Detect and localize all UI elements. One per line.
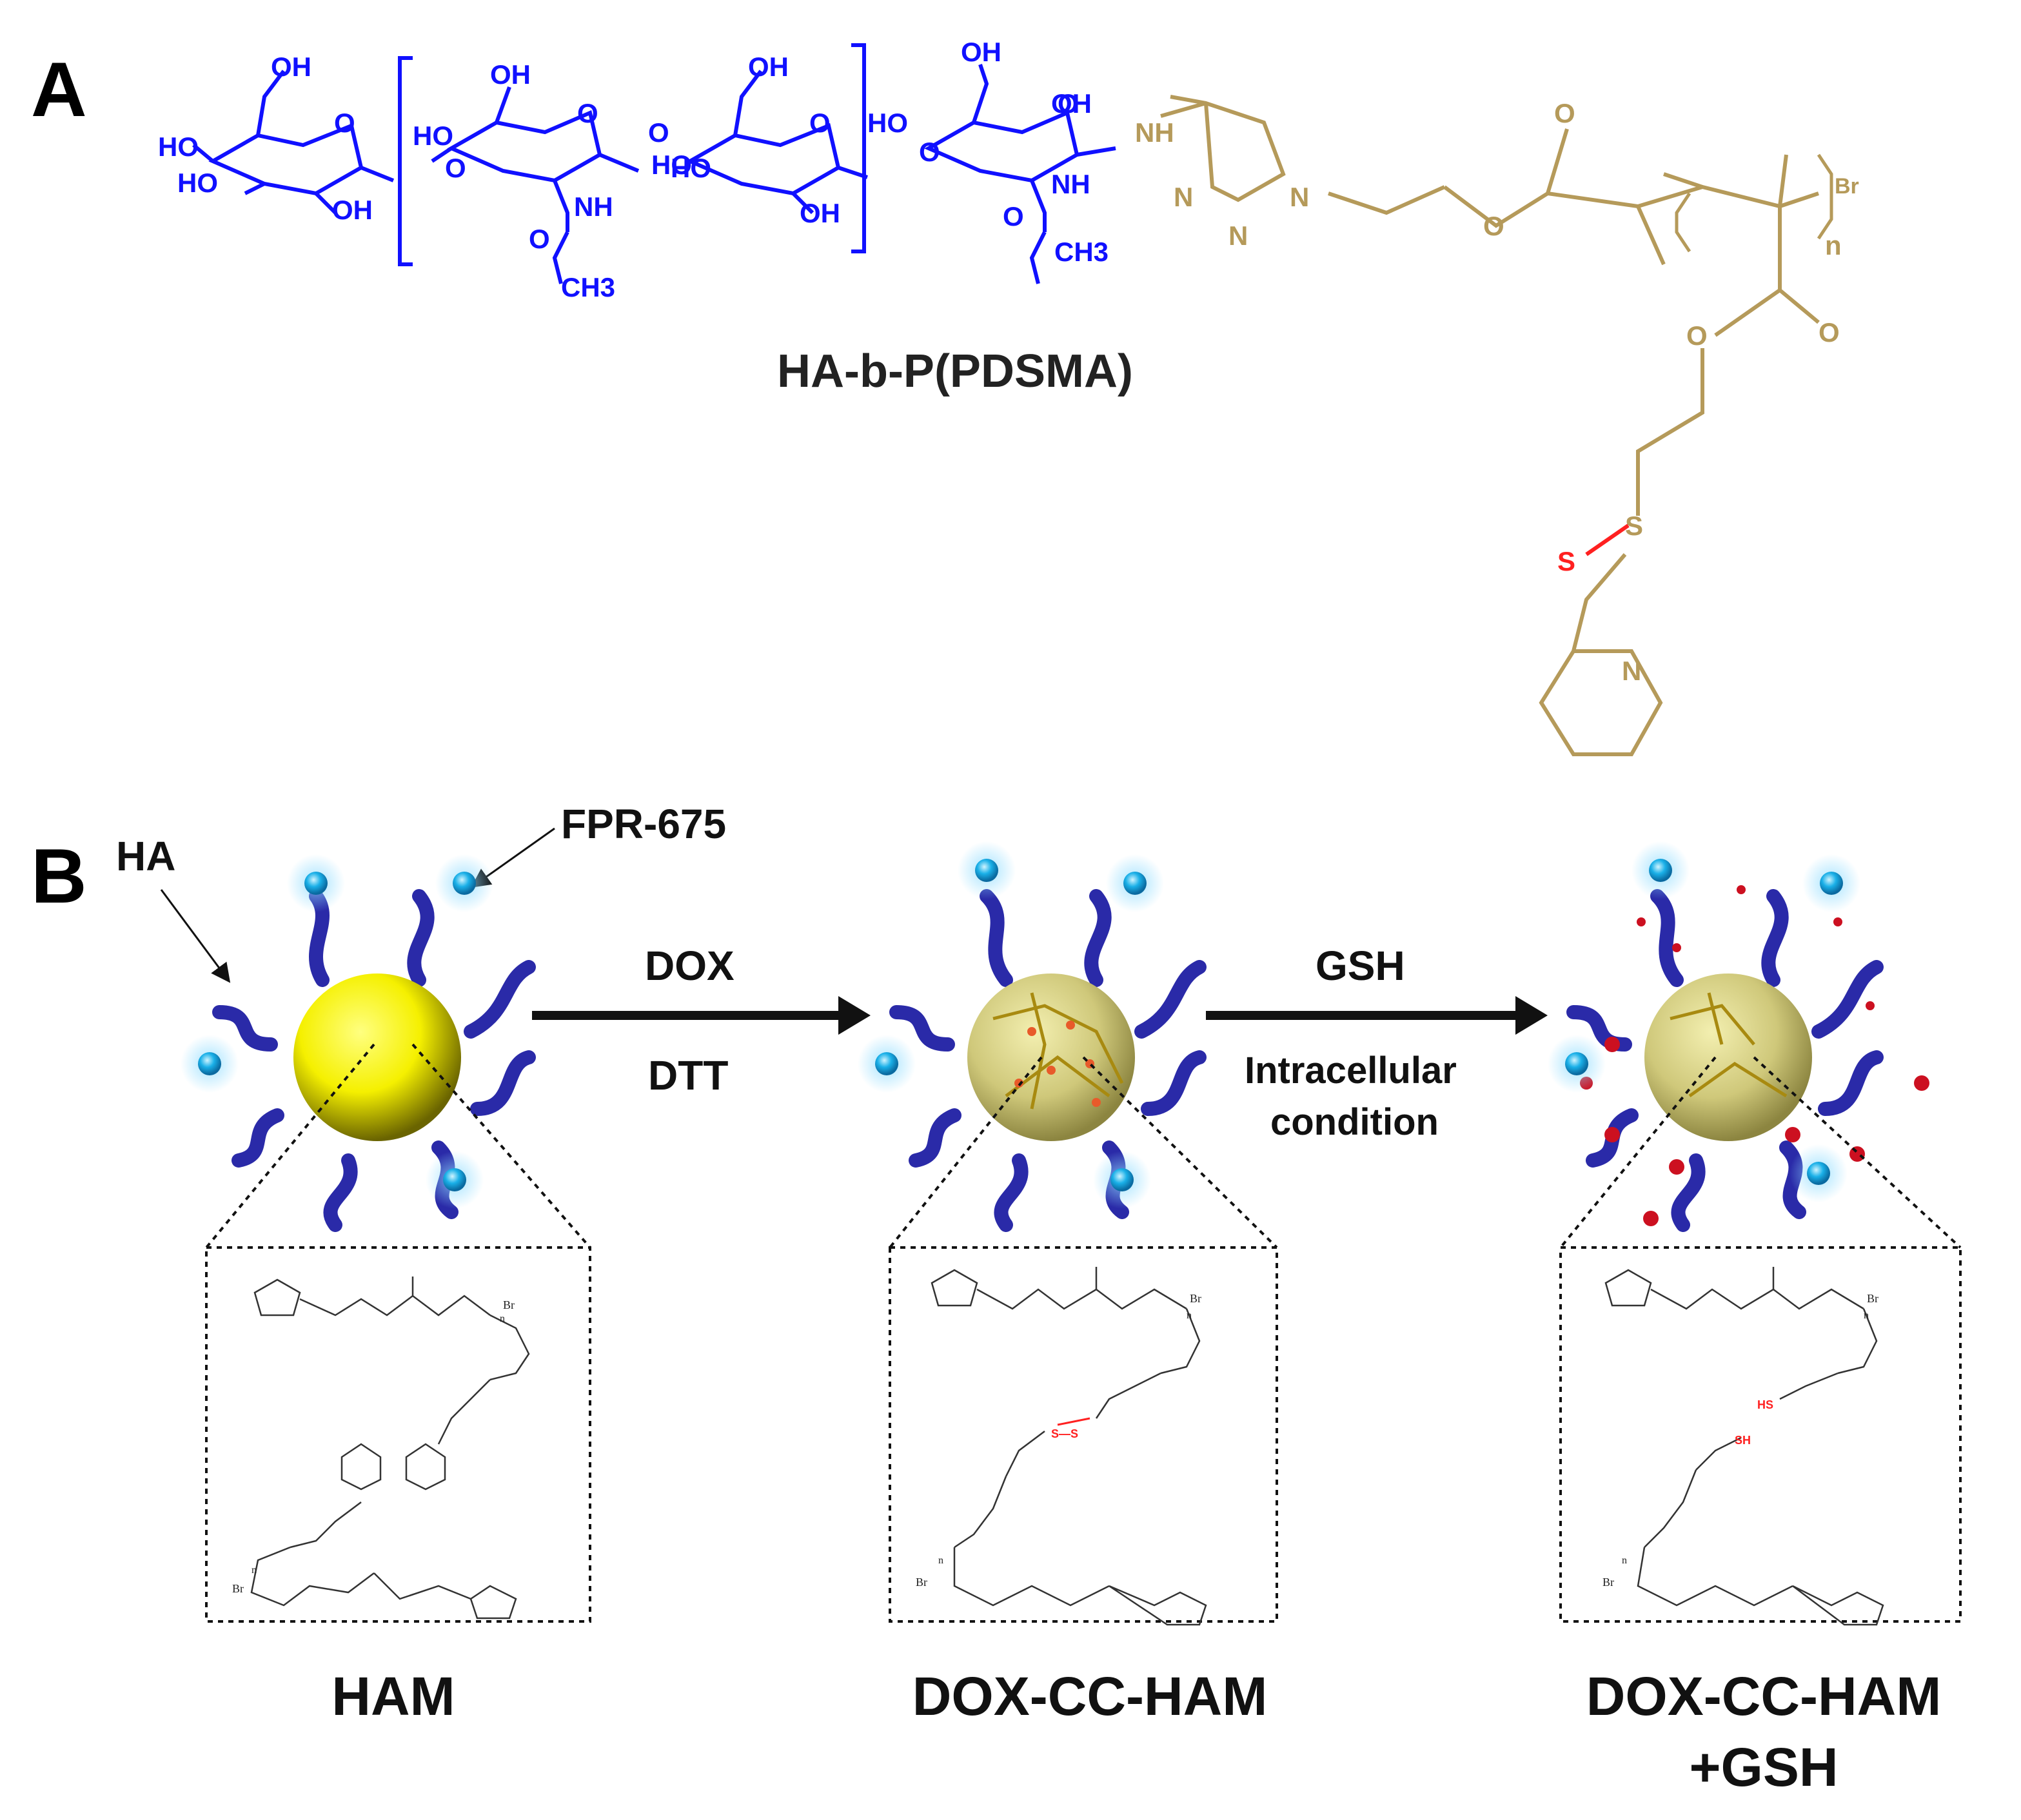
fpr-dye-dot	[1807, 1162, 1830, 1185]
callout-ha: HA	[116, 833, 175, 879]
atom-ch3-2: CH3	[1054, 237, 1109, 267]
arrow2-bottom-label-2: condition	[1270, 1101, 1439, 1143]
atom-oh-7: OH	[1051, 88, 1092, 119]
atom-n-pyridine: N	[1622, 656, 1641, 686]
ham-particle	[181, 854, 536, 1232]
inset2-br-2: Br	[916, 1576, 927, 1589]
fpr-dye-dot	[304, 872, 328, 895]
atom-o-acyl2: O	[1003, 201, 1024, 231]
atom-o-ester2: O	[1686, 320, 1708, 351]
inset2-br: Br	[1190, 1292, 1201, 1305]
atom-oh-4: OH	[748, 52, 789, 82]
dox-cc-ham-gsh-core	[1644, 974, 1812, 1141]
stage-label-dox-cc-ham-gsh-1: DOX-CC-HAM	[1586, 1666, 1942, 1727]
atom-nh-1: NH	[574, 191, 613, 222]
inset2-ss: S—S	[1051, 1427, 1078, 1440]
compound-name: HA-b-P(PDSMA)	[777, 346, 1133, 397]
atom-oh-2: OH	[332, 195, 373, 225]
inset-dox-cc-ham: S—S Br n Br n	[889, 1246, 1278, 1626]
inset2-disulfide	[1057, 1417, 1090, 1426]
inset3-sh: SH	[1735, 1434, 1751, 1447]
fpr-dye-dot	[1110, 1168, 1134, 1191]
fpr-dye-dot	[1820, 872, 1843, 895]
fpr-dye-dot	[975, 859, 998, 882]
inset3-br: Br	[1867, 1292, 1878, 1305]
inset1-br: Br	[503, 1298, 515, 1311]
atom-n-3: N	[1290, 182, 1309, 212]
atom-o-link2: O	[648, 117, 669, 148]
panel-a-letter: A	[31, 46, 87, 133]
atom-ho-3: HO	[413, 121, 453, 151]
atom-nh-2: NH	[1051, 169, 1090, 199]
atom-oh-3: OH	[490, 59, 531, 90]
atom-o-carbonyl2: O	[1819, 317, 1840, 347]
zoom-guides	[205, 1043, 1962, 1249]
inset1-n-2: n	[251, 1565, 257, 1576]
stage-label-ham: HAM	[331, 1666, 455, 1727]
inset3-n: n	[1864, 1310, 1869, 1321]
inset1-n: n	[500, 1313, 505, 1324]
callout-fpr: FPR-675	[561, 801, 726, 847]
ham-core	[293, 974, 461, 1141]
callout-ha-arrow	[160, 889, 231, 983]
atom-n-1: N	[1174, 182, 1193, 212]
released-dox	[1580, 885, 1929, 1226]
arrow1-bottom-label: DTT	[648, 1052, 728, 1099]
atom-o-ring1: O	[334, 108, 355, 138]
reaction-arrow-1-head	[838, 996, 871, 1035]
inset3-hs: HS	[1757, 1398, 1773, 1411]
atom-br: Br	[1835, 174, 1859, 199]
atom-o-link3: O	[919, 137, 940, 167]
atom-o-link1: O	[445, 153, 466, 183]
fpr-dye-dot	[443, 1168, 466, 1191]
atom-ho-2: HO	[177, 168, 218, 198]
atom-ho-6: HO	[867, 108, 908, 138]
fpr-dye-dot	[875, 1052, 898, 1075]
inset1-br-2: Br	[232, 1582, 244, 1595]
atom-ch3-1: CH3	[561, 272, 615, 302]
atom-o-ring3: O	[809, 108, 831, 138]
atom-oh-1: OH	[271, 52, 311, 82]
inset3-n-2: n	[1622, 1555, 1627, 1566]
atom-ho-5: HO	[671, 153, 711, 183]
inset3-br-2: Br	[1602, 1576, 1614, 1589]
atom-ho-1: HO	[158, 132, 199, 162]
atom-o-acyl1: O	[529, 224, 550, 254]
disulfide-bond	[1585, 523, 1630, 556]
polymer-atom-labels: NH N N N O O Br n O O S S N	[1135, 98, 1859, 686]
arrow1-top-label: DOX	[645, 943, 734, 989]
stage-label-dox-cc-ham-gsh-2: +GSH	[1689, 1737, 1838, 1797]
atom-oh-5: OH	[800, 198, 840, 228]
panel-b-letter: B	[31, 833, 87, 919]
atom-n-2: N	[1228, 220, 1248, 251]
inset2-n: n	[1187, 1310, 1192, 1321]
ha-atom-labels: OH HO HO OH O O OH HO O NH O CH3 O OH HO…	[158, 37, 1109, 302]
inset2-n-2: n	[938, 1555, 943, 1566]
atom-o-ester1: O	[1483, 211, 1504, 241]
dox-cc-ham-gsh-particle	[1548, 841, 1929, 1232]
fpr-dye-dot	[453, 872, 476, 895]
inset-dox-cc-ham-gsh: HS SH Br n Br n	[1559, 1246, 1962, 1626]
fpr-dye-dot	[1565, 1052, 1588, 1075]
fpr-dye-dot	[1649, 859, 1672, 882]
reaction-arrow-2-head	[1515, 996, 1548, 1035]
atom-oh-6: OH	[961, 37, 1001, 67]
stage-label-dox-cc-ham: DOX-CC-HAM	[912, 1666, 1268, 1727]
arrow2-bottom-label-1: Intracellular	[1245, 1050, 1457, 1091]
atom-n-repeat: n	[1825, 230, 1842, 260]
atom-ho-4: HO	[651, 150, 692, 180]
ha-structure	[192, 43, 1116, 284]
fpr-dye-dot	[1123, 872, 1147, 895]
inset-ham: Br n Br n	[205, 1246, 591, 1623]
atom-o-carbonyl1: O	[1554, 98, 1575, 128]
arrow2-top-label: GSH	[1316, 943, 1405, 989]
atom-nh-link: NH	[1135, 117, 1174, 148]
atom-o-ring4: O	[1058, 88, 1079, 119]
atom-s-2: S	[1557, 546, 1575, 576]
polymer-structure	[1160, 95, 1833, 756]
fpr-dye-dot	[198, 1052, 221, 1075]
dox-cc-ham-particle	[858, 841, 1207, 1232]
atom-o-ring2: O	[577, 98, 598, 128]
